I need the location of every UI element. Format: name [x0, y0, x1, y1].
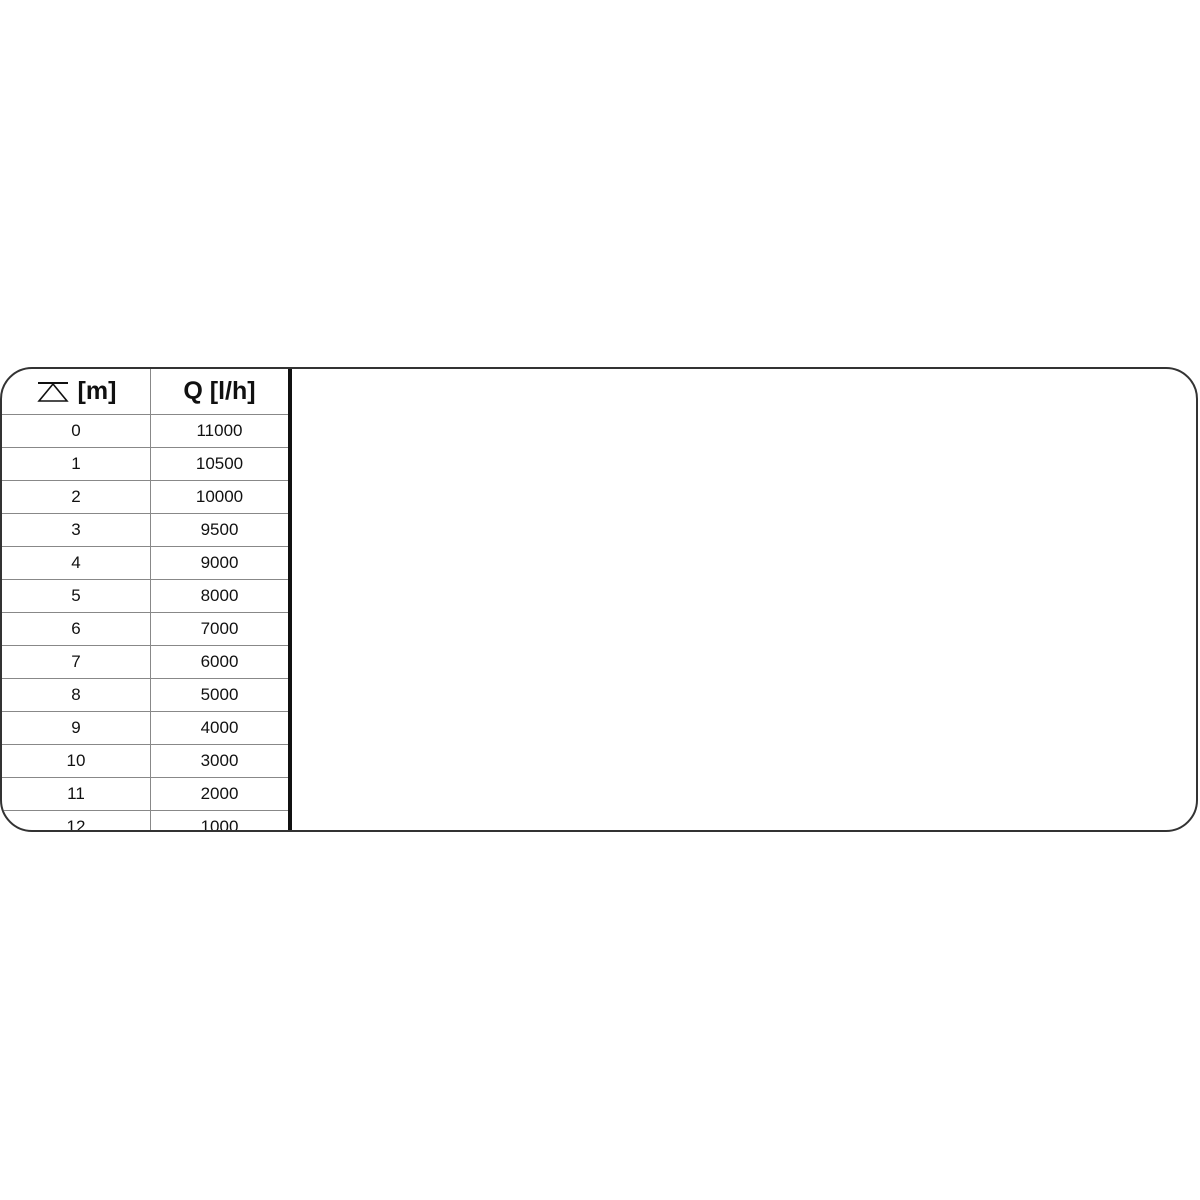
head-cell: 0	[2, 414, 151, 448]
head-column-header: [m]	[2, 369, 151, 415]
flow-cell: 11000	[150, 414, 292, 448]
flow-cell: 4000	[150, 711, 292, 745]
head-cell: 7	[2, 645, 151, 679]
head-cell: 2	[2, 480, 151, 514]
installation-diagram: On Off 400 W	[2, 369, 1198, 832]
head-cell: 12	[2, 810, 151, 830]
delivery-head-icon	[36, 382, 69, 403]
flow-cell: 5000	[150, 678, 292, 712]
head-cell: 11	[2, 777, 151, 811]
head-cell: 5	[2, 579, 151, 613]
flow-cell: 3000	[150, 744, 292, 778]
flow-cell: 9500	[150, 513, 292, 547]
flow-cell: 10500	[150, 447, 292, 481]
flow-column-header: Q [l/h]	[150, 369, 292, 415]
head-cell: 9	[2, 711, 151, 745]
flow-cell: 9000	[150, 546, 292, 580]
flow-cell: 8000	[150, 579, 292, 613]
head-cell: 3	[2, 513, 151, 547]
flow-cell: 1000	[150, 810, 292, 830]
flow-cell: 7000	[150, 612, 292, 646]
head-cell: 6	[2, 612, 151, 646]
head-cell: 8	[2, 678, 151, 712]
table-header-row: [m] Q [l/h]	[2, 369, 292, 415]
flow-cell: 10000	[150, 480, 292, 514]
head-cell: 4	[2, 546, 151, 580]
flow-cell: 6000	[150, 645, 292, 679]
head-cell: 1	[2, 447, 151, 481]
flow-cell: 2000	[150, 777, 292, 811]
head-cell: 10	[2, 744, 151, 778]
